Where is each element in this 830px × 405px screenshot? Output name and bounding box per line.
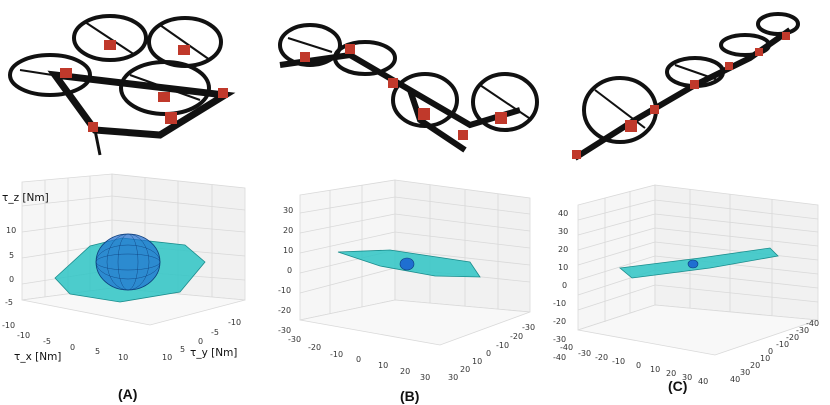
y-tick: 10 <box>472 357 482 366</box>
x-axis-label-a: τ_x [Nm] <box>14 351 61 363</box>
x-tick: -40 <box>560 343 573 352</box>
z-tick: 30 <box>558 227 568 236</box>
panel-b-graphic: 30 20 10 0 -10 -20 -30 -30 -20 -10 0 10 … <box>278 23 539 382</box>
panel-label-b: (B) <box>400 388 420 404</box>
wrench-ellipsoid-c <box>687 259 699 269</box>
x-tick: 20 <box>400 367 410 376</box>
y-tick: 40 <box>730 375 740 384</box>
z-ticks-a: 10 5 0 -5 -10 <box>2 226 16 330</box>
drone-b-illustration <box>278 23 539 153</box>
z-tick: 20 <box>558 245 568 254</box>
axes-c <box>577 184 819 356</box>
x-tick: 10 <box>118 353 128 362</box>
y-tick: 30 <box>740 368 750 377</box>
z-tick: -20 <box>278 306 291 315</box>
x-ticks-c: -40 -30 -20 -10 0 10 20 30 40 <box>560 343 708 386</box>
y-tick: -20 <box>786 333 799 342</box>
z-ticks-b: 30 20 10 0 -10 -20 -30 <box>278 206 293 335</box>
y-tick: 30 <box>448 373 458 382</box>
y-ticks-c: -40 -30 -20 -10 0 10 20 30 40 <box>730 319 819 384</box>
y-tick: 10 <box>760 354 770 363</box>
y-tick: -30 <box>522 323 535 332</box>
y-tick: -30 <box>796 326 809 335</box>
z-tick: -10 <box>553 299 566 308</box>
x-tick: 30 <box>420 373 430 382</box>
x-tick: 0 <box>356 355 361 364</box>
y-tick: 0 <box>198 337 203 346</box>
x-tick: 0 <box>636 361 641 370</box>
z-tick: 0 <box>287 266 292 275</box>
panel-label-a: (A) <box>118 386 138 402</box>
x-ticks-a: -10 -5 0 5 10 <box>17 331 128 362</box>
z-tick: 5 <box>9 251 14 260</box>
x-tick: -10 <box>612 357 625 366</box>
y-tick: 20 <box>750 361 760 370</box>
z-axis-label-a: τ_z [Nm] <box>2 192 49 204</box>
panel-a: 10 5 0 -5 -10 -10 -5 0 5 10 -10 -5 0 5 1… <box>0 0 270 405</box>
y-tick: 0 <box>486 349 491 358</box>
z-tick: -30 <box>553 335 566 344</box>
z-tick: 20 <box>283 226 293 235</box>
y-tick: -20 <box>510 332 523 341</box>
x-tick: -10 <box>330 350 343 359</box>
y-tick: -10 <box>228 318 241 327</box>
y-ticks-a: -10 -5 0 5 10 <box>162 318 241 362</box>
z-tick: 10 <box>283 246 293 255</box>
drone-b-motors <box>300 44 507 140</box>
wrench-ellipsoid-b <box>399 257 415 271</box>
y-tick: 0 <box>768 347 773 356</box>
panel-c: 40 30 20 10 0 -10 -20 -30 -40 -40 -30 -2… <box>550 0 830 405</box>
z-tick: 10 <box>6 226 16 235</box>
x-ticks-b: -30 -20 -10 0 10 20 30 <box>288 335 430 382</box>
drone-a-motors <box>60 40 228 132</box>
wrench-ellipsoid-a <box>95 233 161 291</box>
x-tick: -5 <box>43 337 51 346</box>
z-tick: 0 <box>9 275 14 284</box>
z-tick: -40 <box>553 353 566 362</box>
z-tick: -5 <box>5 298 13 307</box>
x-tick: 10 <box>378 361 388 370</box>
wrench-polytope-c <box>619 247 779 279</box>
z-tick: -20 <box>553 317 566 326</box>
z-tick: -30 <box>278 326 291 335</box>
y-tick: -5 <box>211 328 219 337</box>
x-tick: -20 <box>595 353 608 362</box>
y-tick: 10 <box>162 353 172 362</box>
y-tick: 20 <box>460 365 470 374</box>
x-tick: -30 <box>578 349 591 358</box>
z-ticks-c: 40 30 20 10 0 -10 -20 -30 -40 <box>553 209 568 362</box>
x-tick: 5 <box>95 347 100 356</box>
x-tick: -10 <box>17 331 30 340</box>
y-tick: 5 <box>180 345 185 354</box>
z-tick: 40 <box>558 209 568 218</box>
y-tick: -10 <box>496 341 509 350</box>
y-ticks-b: -30 -20 -10 0 10 20 30 <box>448 323 535 382</box>
x-tick: -20 <box>308 343 321 352</box>
y-tick: -10 <box>776 340 789 349</box>
y-axis-label-a: τ_y [Nm] <box>190 347 237 359</box>
x-tick: 20 <box>666 369 676 378</box>
x-tick: 30 <box>682 373 692 382</box>
drone-a-illustration <box>8 14 236 156</box>
drone-c-illustration <box>573 12 800 161</box>
z-tick: 30 <box>283 206 293 215</box>
x-tick: 0 <box>70 343 75 352</box>
panel-a-graphic: 10 5 0 -5 -10 -10 -5 0 5 10 -10 -5 0 5 1… <box>2 14 246 363</box>
x-tick: -30 <box>288 335 301 344</box>
drone-c-motors <box>572 32 790 159</box>
z-tick: 0 <box>562 281 567 290</box>
panel-label-c: (C) <box>668 378 688 394</box>
x-tick: 40 <box>698 377 708 386</box>
x-tick: 10 <box>650 365 660 374</box>
panel-b: 30 20 10 0 -10 -20 -30 -30 -20 -10 0 10 … <box>270 0 550 405</box>
z-tick: 10 <box>558 263 568 272</box>
z-tick: -10 <box>278 286 291 295</box>
y-tick: -40 <box>806 319 819 328</box>
panel-c-graphic: 40 30 20 10 0 -10 -20 -30 -40 -40 -30 -2… <box>553 12 819 386</box>
z-tick: -10 <box>2 321 15 330</box>
ellipsoid-a-mesh <box>95 233 161 291</box>
